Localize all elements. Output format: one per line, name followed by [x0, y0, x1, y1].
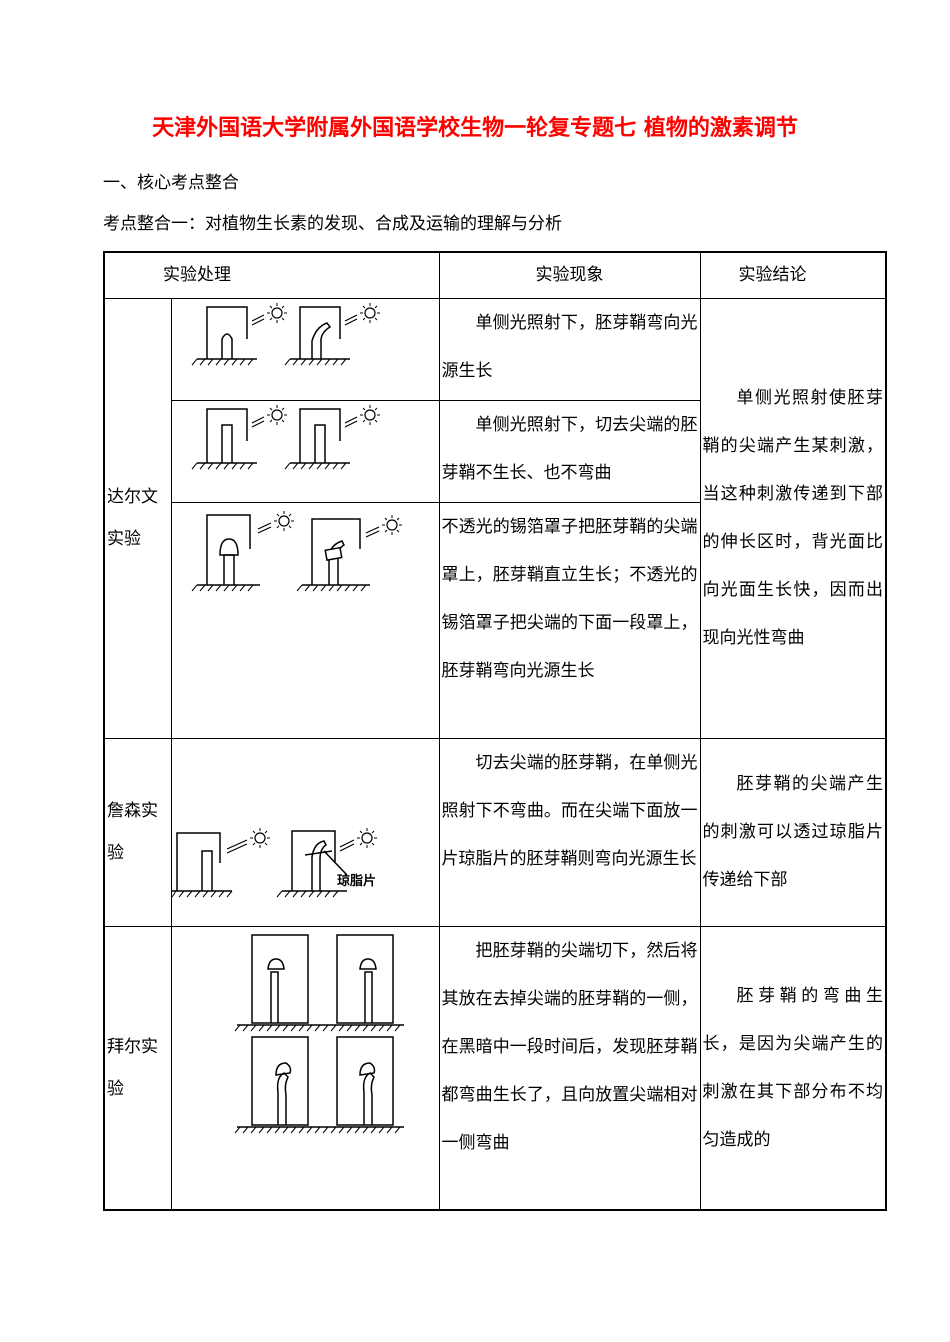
paal-conclusion: 胚芽鞘的弯曲生长，是因为尖端产生的刺激在其下部分布不均匀造成的: [699, 925, 887, 1211]
darwin-figure-2: [170, 399, 440, 503]
section-heading: 一、核心考点整合: [103, 173, 239, 193]
jensen-phenomenon: 切去尖端的胚芽鞘，在单侧光照射下不弯曲。而在尖端下面放一片琼脂片的胚芽鞘则弯向光…: [438, 737, 701, 927]
sun-icon: [339, 828, 377, 852]
table-row: 单侧光照射下，切去尖端的胚芽鞘不生长、也不弯曲: [104, 399, 886, 503]
paal-figure: [170, 925, 440, 1211]
document-title: 天津外国语大学附属外国语学校生物一轮复专题七 植物的激素调节: [152, 115, 798, 141]
sun-icon: [251, 405, 287, 428]
experiment-name-paal: 拜尔实验: [103, 925, 172, 1211]
jensen-agar-illustration: 琼脂片: [171, 828, 377, 898]
table-header-row: 实验处理 实验现象 实验结论: [103, 251, 887, 299]
table-row: 詹森实验: [103, 737, 887, 927]
subsection-heading: 考点整合一：对植物生长素的发现、合成及运输的理解与分析: [103, 214, 562, 234]
sun-icon: [344, 405, 380, 428]
paal-phenomenon: 把胚芽鞘的尖端切下，然后将其放在去掉尖端的胚芽鞘的一侧，在黑暗中一段时间后，发现…: [438, 925, 701, 1211]
darwin-figure-1: [170, 297, 440, 401]
header-phenomenon: 实验现象: [438, 251, 701, 299]
agar-label: 琼脂片: [337, 873, 376, 889]
sun-icon: [226, 828, 270, 854]
experiment-name-darwin: 达尔文实验: [103, 297, 172, 739]
darwin-foil-cap-illustration: [191, 510, 402, 591]
table-row: 达尔文实验: [103, 297, 887, 739]
darwin-figure-3: [170, 501, 440, 739]
jensen-conclusion: 胚芽鞘的尖端产生的刺激可以透过琼脂片传递给下部: [699, 737, 887, 927]
sun-icon: [344, 303, 380, 326]
darwin-bending-illustration: [191, 303, 380, 366]
sun-icon: [251, 303, 287, 326]
experiment-name-jensen: 詹森实验: [103, 737, 172, 927]
darwin-conclusion: 单侧光照射使胚芽鞘的尖端产生某刺激，当这种刺激传递到下部的伸长区时，背光面比向光…: [699, 297, 887, 739]
darwin-phenomenon-1: 单侧光照射下，胚芽鞘弯向光源生长: [438, 297, 701, 401]
darwin-phenomenon-2: 单侧光照射下，切去尖端的胚芽鞘不生长、也不弯曲: [438, 399, 701, 503]
jensen-figure: 琼脂片: [170, 737, 440, 927]
header-treatment: 实验处理: [103, 251, 440, 299]
sun-icon: [257, 510, 294, 534]
header-conclusion: 实验结论: [699, 251, 887, 299]
table-row: 不透光的锡箔罩子把胚芽鞘的尖端罩上，胚芽鞘直立生长；不透光的锡箔罩子把尖端的下面…: [104, 501, 886, 739]
paal-dark-illustration: [234, 934, 404, 1134]
sun-icon: [365, 514, 402, 538]
darwin-phenomenon-3: 不透光的锡箔罩子把胚芽鞘的尖端罩上，胚芽鞘直立生长；不透光的锡箔罩子把尖端的下面…: [438, 501, 701, 739]
table-row: 拜尔实验: [103, 925, 887, 1211]
experiment-table: 实验处理 实验现象 实验结论 达尔文实验: [103, 251, 887, 1211]
darwin-decapitated-illustration: [191, 405, 380, 470]
